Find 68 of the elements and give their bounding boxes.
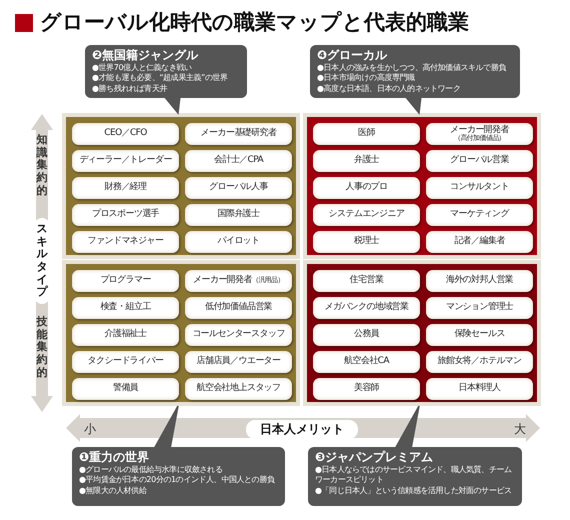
- quadrant-panel: [303, 113, 541, 259]
- axis-label: 技能集約的: [35, 316, 48, 380]
- bullet-text: ●日本人ならではのサービスマインド、職人気質、チームワーカースピリット: [315, 465, 513, 486]
- job-box: グローバル営業: [426, 150, 533, 172]
- axis-label: 小: [84, 421, 96, 438]
- job-box: プログラマー: [72, 270, 179, 292]
- quadrant-panel: [303, 260, 541, 406]
- axis-label: 日本人メリット: [246, 420, 358, 439]
- job-box: 検査・組立工: [72, 297, 179, 319]
- job-box: 航空会社地上スタッフ: [185, 378, 292, 400]
- axis-label: スキルタイプ: [34, 218, 50, 304]
- callout-heading: ❸ジャパンプレミアム: [315, 450, 434, 465]
- job-box: 財務／経理: [72, 177, 179, 199]
- job-box: マンション管理士: [426, 297, 533, 319]
- job-box: 税理士: [313, 231, 420, 253]
- job-box: プロスポーツ選手: [72, 204, 179, 226]
- job-box: 公務員: [313, 324, 420, 346]
- job-box: 低付加価値品営業: [185, 297, 292, 319]
- axis-label: 知識集約的: [35, 134, 48, 198]
- title: グローバル化時代の職業マップと代表的職業: [40, 9, 469, 36]
- job-box: ディーラー／トレーダー: [72, 150, 179, 172]
- job-box: 人事のプロ: [313, 177, 420, 199]
- callout-box: [85, 45, 247, 98]
- quadrant-panel: [62, 113, 300, 259]
- callout-box: [72, 447, 285, 506]
- job-box: コールセンタースタッフ: [185, 324, 292, 346]
- job-box: 保険セールス: [426, 324, 533, 346]
- job-box: メーカー基礎研究者: [185, 123, 292, 145]
- callout-box: [308, 447, 522, 506]
- callout-heading: ❹グローカル: [317, 48, 388, 63]
- job-box: メガバンクの地域営業: [313, 297, 420, 319]
- job-box: 美容師: [313, 378, 420, 400]
- callout-heading: ❶重力の世界: [79, 450, 150, 465]
- bullet-text: ●世界70億人と仁義なき戦い: [92, 63, 193, 73]
- job-box: ファンドマネジャー: [72, 231, 179, 253]
- job-box: 店舗店員／ウエーター: [185, 351, 292, 373]
- job-box: グローバル人事: [185, 177, 292, 199]
- callout-box: [310, 45, 520, 98]
- job-box: 日本料理人: [426, 378, 533, 400]
- job-box: パイロット: [185, 231, 292, 253]
- job-box: システムエンジニア: [313, 204, 420, 226]
- job-box: CEO／CFO: [72, 123, 179, 145]
- job-box: 医師: [313, 123, 420, 145]
- bullet-text: ●日本人の強みを生かしつつ、高付加価値スキルで勝負: [317, 63, 508, 73]
- bullet-text: ●高度な日本語、日本の人的ネットワーク: [317, 84, 462, 94]
- quadrant-panel: [62, 260, 300, 406]
- bullet-text: ●日本市場向けの高度専門職: [317, 73, 416, 84]
- bullet-text: ●無限大の人材供給: [79, 486, 148, 496]
- job-box: 住宅営業: [313, 270, 420, 292]
- job-box: コンサルタント: [426, 177, 533, 199]
- job-box: 国際弁護士: [185, 204, 292, 226]
- bullet-text: ●勝ち残れれば青天井: [92, 84, 168, 94]
- job-box: タクシードライバー: [72, 351, 179, 373]
- job-box: 海外の対邦人営業: [426, 270, 533, 292]
- callout-heading: ❷無国籍ジャングル: [92, 48, 200, 63]
- job-box: 記者／編集者: [426, 231, 533, 253]
- axis-label: 大: [514, 421, 526, 438]
- job-box: 会計士／CPA: [185, 150, 292, 172]
- job-box: マーケティング: [426, 204, 533, 226]
- bullet-text: ●才能も運も必要、“超成果主義”の世界: [92, 73, 229, 84]
- bullet-text: ●「同じ日本人」という信頼感を活用した対面のサービス: [315, 486, 513, 496]
- job-box: 警備員: [72, 378, 179, 400]
- job-box: 介護福祉士: [72, 324, 179, 346]
- job-box: 航空会社CA: [313, 351, 420, 373]
- bullet-text: ●平均賃金が日本の20分の1のインド人、中国人との勝負: [79, 475, 276, 486]
- job-box: 旅館女将／ホテルマン: [426, 351, 533, 373]
- bullet-text: ●グローバルの最低給与水準に収斂される: [79, 465, 224, 476]
- job-box: 弁護士: [313, 150, 420, 172]
